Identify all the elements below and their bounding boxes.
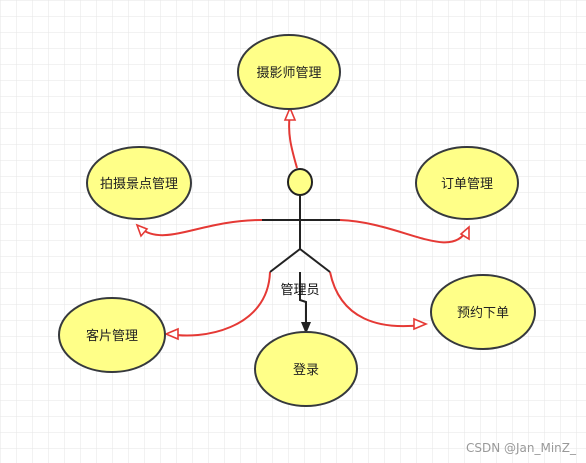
watermark: CSDN @Jan_MinZ_ bbox=[465, 441, 576, 455]
use-case-label: 摄影师管理 bbox=[256, 66, 321, 81]
use-case-ellipse bbox=[237, 34, 341, 110]
use-case-photographer[interactable]: 摄影师管理 bbox=[237, 34, 341, 110]
use-case-ellipse bbox=[430, 274, 536, 350]
use-case-booking[interactable]: 预约下单 bbox=[430, 274, 536, 350]
edge-booking bbox=[329, 271, 423, 328]
use-case-album[interactable]: 客片管理 bbox=[58, 297, 166, 373]
association-lines bbox=[139, 111, 468, 337]
arrowhead-booking bbox=[413, 317, 429, 331]
edge-login bbox=[299, 272, 307, 326]
edge-order bbox=[339, 219, 468, 244]
use-case-order[interactable]: 订单管理 bbox=[415, 146, 519, 220]
use-case-ellipse bbox=[86, 146, 192, 220]
use-case-label: 客片管理 bbox=[86, 328, 138, 344]
use-case-ellipse bbox=[58, 297, 166, 373]
arrowhead-order bbox=[459, 225, 470, 241]
actor-left-leg bbox=[269, 248, 301, 273]
arrowheads bbox=[135, 105, 470, 341]
edge-album bbox=[169, 271, 271, 337]
actor-head bbox=[287, 168, 313, 196]
edge-scenic bbox=[139, 219, 263, 237]
actor-stick-figure: 管理员 bbox=[262, 168, 340, 298]
use-case-ellipse bbox=[415, 146, 519, 220]
use-case-login[interactable]: 登录 bbox=[254, 331, 358, 407]
arrowhead-album bbox=[163, 327, 179, 341]
arrowhead-photographer bbox=[283, 105, 297, 121]
arrowhead-scenic bbox=[135, 223, 149, 238]
use-case-scenic[interactable]: 拍摄景点管理 bbox=[86, 146, 192, 220]
arrowhead-login bbox=[301, 322, 311, 334]
use-case-label: 预约下单 bbox=[457, 306, 509, 321]
actor-label: 管理员 bbox=[280, 283, 319, 298]
actor-right-leg bbox=[299, 248, 331, 273]
use-case-ellipse bbox=[254, 331, 358, 407]
use-case-label: 登录 bbox=[293, 363, 319, 378]
use-case-label: 拍摄景点管理 bbox=[100, 177, 178, 192]
use-case-label: 订单管理 bbox=[441, 177, 493, 192]
